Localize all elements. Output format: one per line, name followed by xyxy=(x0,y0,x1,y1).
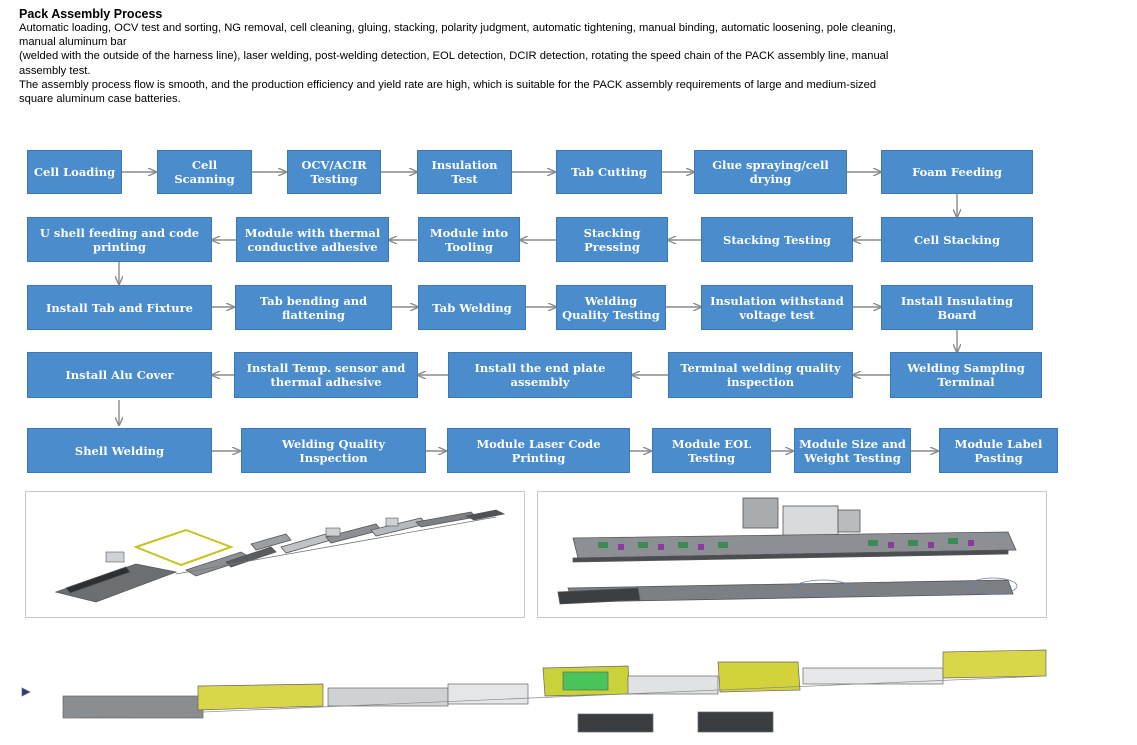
step-install-alu-cover: Install Alu Cover xyxy=(27,352,212,398)
step-welding-quality-inspection: Welding Quality Inspection xyxy=(241,428,426,473)
step-insulation-withstand: Insulation withstand voltage test xyxy=(701,285,853,330)
step-module-thermal-adhesive: Module with thermal conductive adhesive xyxy=(236,217,389,262)
module-line-image xyxy=(537,491,1047,618)
step-terminal-welding-inspection: Terminal welding quality inspection xyxy=(668,352,853,398)
step-cell-stacking: Cell Stacking xyxy=(881,217,1033,262)
step-module-laser-code: Module Laser Code Printing xyxy=(447,428,630,473)
process-description: Automatic loading, OCV test and sorting,… xyxy=(19,21,909,106)
step-ocv-acir-testing: OCV/ACIR Testing xyxy=(287,150,381,194)
step-module-eol-testing: Module EOL Testing xyxy=(652,428,771,473)
step-tab-welding: Tab Welding xyxy=(418,285,526,330)
step-insulation-test: Insulation Test xyxy=(417,150,512,194)
step-install-tab-fixture: Install Tab and Fixture xyxy=(27,285,212,330)
step-cell-loading: Cell Loading xyxy=(27,150,122,194)
step-welding-quality-testing: Welding Quality Testing xyxy=(556,285,666,330)
step-install-insulating-board: Install Insulating Board xyxy=(881,285,1033,330)
step-module-into-tooling: Module into Tooling xyxy=(418,217,520,262)
step-stacking-pressing: Stacking Pressing xyxy=(556,217,668,262)
step-shell-welding: Shell Welding xyxy=(27,428,212,473)
description-paragraph-2: (welded with the outside of the harness … xyxy=(19,50,889,77)
step-install-temp-sensor: Install Temp. sensor and thermal adhesiv… xyxy=(234,352,418,398)
pack-line-illustration xyxy=(21,649,1047,733)
step-tab-bending: Tab bending and flattening xyxy=(235,285,392,330)
step-module-label-pasting: Module Label Pasting xyxy=(939,428,1058,473)
step-stacking-testing: Stacking Testing xyxy=(701,217,853,262)
step-glue-spraying: Glue spraying/cell drying xyxy=(694,150,847,194)
module-line-illustration xyxy=(557,497,1018,605)
assembly-line-illustration xyxy=(54,509,506,603)
step-foam-feeding: Foam Feeding xyxy=(881,150,1033,194)
pack-line-image xyxy=(18,640,1050,740)
step-install-end-plate: Install the end plate assembly xyxy=(448,352,632,398)
step-cell-scanning: Cell Scanning xyxy=(157,150,252,194)
step-u-shell-feeding: U shell feeding and code printing xyxy=(27,217,212,262)
step-module-size-weight: Module Size and Weight Testing xyxy=(794,428,911,473)
step-welding-sampling-terminal: Welding Sampling Terminal xyxy=(890,352,1042,398)
description-paragraph-3: The assembly process flow is smooth, and… xyxy=(19,78,877,106)
step-tab-cutting: Tab Cutting xyxy=(556,150,662,194)
page-title: Pack Assembly Process xyxy=(19,7,163,21)
line-layout-image xyxy=(25,491,525,618)
description-paragraph-1: Automatic loading, OCV test and sorting,… xyxy=(19,22,896,49)
flow-arrows xyxy=(0,0,1137,480)
